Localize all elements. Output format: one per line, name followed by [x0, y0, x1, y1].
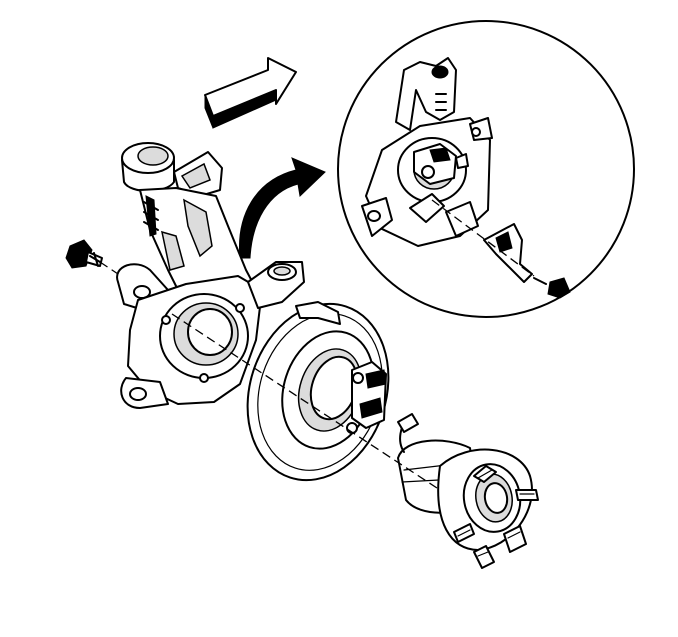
backing-plate — [246, 301, 390, 482]
callout-arrow — [238, 157, 326, 259]
assembly-axis — [171, 313, 441, 491]
detail-inset — [337, 20, 635, 318]
direction-arrow — [204, 57, 297, 129]
mounting-bolt — [65, 239, 131, 283]
steering-knuckle — [116, 142, 305, 409]
hub-bearing — [397, 413, 539, 569]
